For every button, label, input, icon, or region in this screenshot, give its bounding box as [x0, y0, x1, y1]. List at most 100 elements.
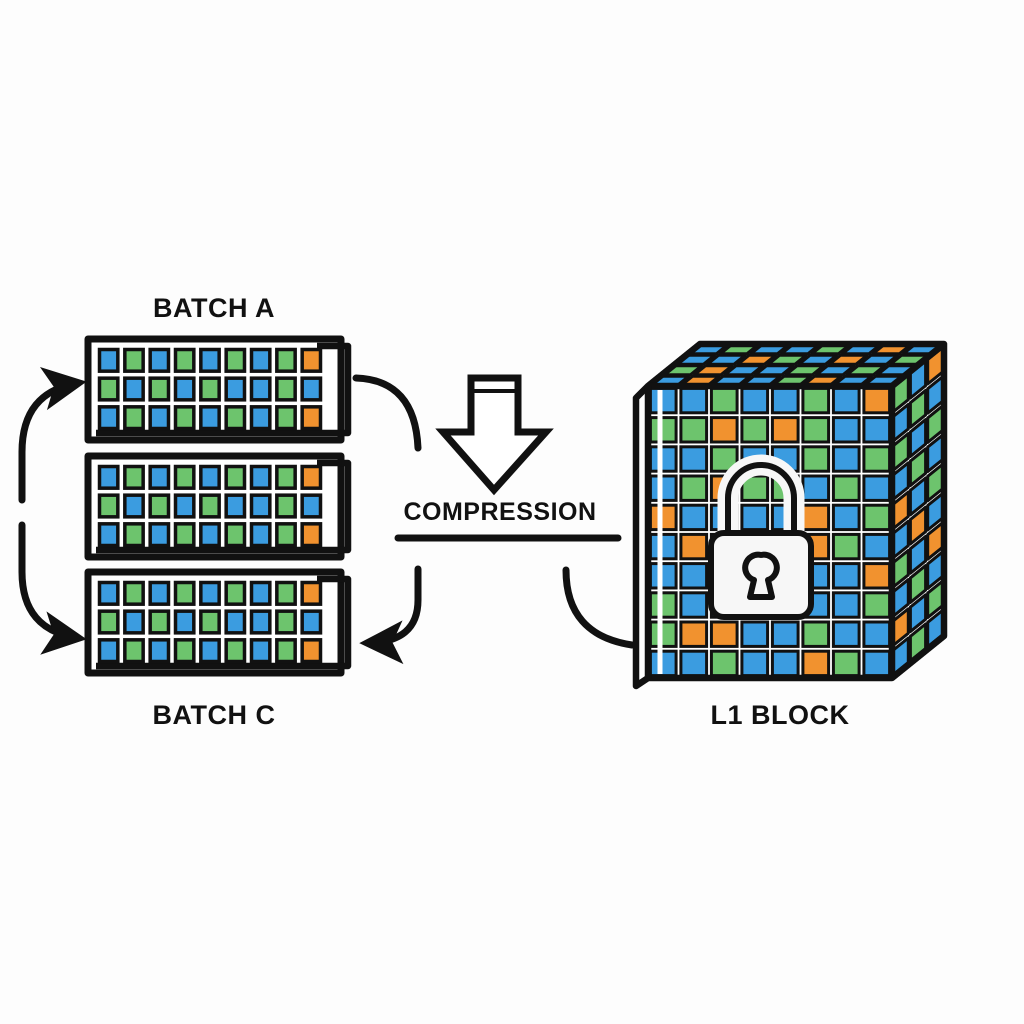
batch-cell: [123, 638, 145, 664]
cube-front-cell: [740, 503, 770, 532]
batch-cell: [199, 493, 221, 519]
batch-cell: [275, 609, 297, 635]
batch-cell: [224, 493, 247, 519]
batch-grid[interactable]: [97, 464, 323, 548]
cube-front-cell: [862, 474, 892, 502]
batch-cell: [97, 638, 120, 664]
cube-front-cell: [831, 474, 861, 502]
cube-front-cell: [648, 416, 678, 444]
cube-front-cell: [648, 562, 678, 590]
cube-front-cell: [740, 649, 770, 678]
cube-front-cell: [679, 386, 709, 415]
batch-cell: [148, 638, 171, 664]
curved-arrow-into-batch-c-icon: [18, 521, 87, 655]
cube-top-cell: [723, 364, 764, 377]
batch-cell: [249, 493, 272, 519]
batch-cell: [173, 638, 196, 664]
batch-cell: [199, 522, 221, 548]
batch-cell: [249, 580, 272, 606]
l1-block-cube[interactable]: [632, 340, 948, 690]
batch-cell: [300, 376, 323, 402]
batch-cell: [173, 464, 196, 490]
cube-front-cell: [862, 386, 892, 415]
batch-cell: [123, 580, 145, 606]
cube-front-cell: [831, 503, 861, 532]
curved-arrow-compression-to-batch-c: [359, 565, 422, 665]
cube-front-cell: [801, 474, 831, 502]
cube-side-cell: [908, 505, 928, 546]
cube-front-cell: [679, 532, 709, 561]
cube-front-cell: [862, 532, 892, 561]
cube-front-cell: [679, 591, 709, 619]
cube-front-cell: [831, 591, 861, 619]
cube-front-cell: [709, 416, 739, 444]
batch-cell: [199, 347, 221, 373]
cube-top-cell: [815, 364, 856, 377]
batch-cell: [199, 580, 221, 606]
cube-front-cell: [862, 620, 892, 648]
cube-top-cell: [693, 364, 734, 377]
cube-front-cell: [648, 532, 678, 561]
cube-front-cell: [679, 445, 709, 473]
cube-front-cell: [831, 562, 861, 590]
batch-cell: [249, 464, 272, 490]
cube-side-cell: [908, 418, 928, 458]
l1-block-label: L1 BLOCK: [710, 700, 850, 730]
cube-front-cell: [740, 620, 770, 648]
batch-cell: [173, 580, 196, 606]
cube-side-cell: [908, 564, 928, 604]
batch-cell: [148, 347, 171, 373]
cube-front-cell: [648, 649, 678, 678]
cube-front-cell: [831, 445, 861, 473]
cube-front-cell: [648, 591, 678, 619]
batch-cell: [249, 609, 272, 635]
batch-cell: [300, 638, 323, 664]
cube-front-cell: [648, 386, 678, 415]
cube-front-cell: [709, 649, 739, 678]
curved-arrow-into-batch-a-icon: [18, 366, 87, 504]
curved-connector-l1-block-to-batch-c: [562, 566, 636, 649]
batch-cell: [275, 347, 297, 373]
cube-front-cell: [770, 620, 800, 648]
cube-front-cell: [831, 532, 861, 561]
batch-cell: [97, 405, 120, 431]
cube-top-cell: [828, 353, 869, 366]
cube-top-cell: [754, 364, 795, 377]
batch-cell: [97, 522, 120, 548]
compression-label: COMPRESSION: [403, 498, 597, 526]
batch-cell: [224, 405, 247, 431]
cube-front-cell: [862, 503, 892, 532]
curved-connector-batch-a-to-compression: [352, 374, 422, 452]
batch-grid[interactable]: [97, 580, 323, 664]
batch-cell: [173, 405, 196, 431]
batch-cell: [148, 376, 171, 402]
batch-cell: [249, 522, 272, 548]
cube-front-cell: [679, 620, 709, 648]
batch-cell: [224, 580, 247, 606]
cube-front-cell: [770, 416, 800, 444]
batch-cell: [148, 493, 171, 519]
batch-cell: [199, 638, 221, 664]
batch-cell: [97, 493, 120, 519]
cube-front-cell: [679, 474, 709, 502]
batch-cell-group: [97, 347, 323, 664]
cube-front-cell: [740, 386, 770, 415]
batch-cell: [300, 405, 323, 431]
batch-cell: [97, 376, 120, 402]
batch-cell: [199, 376, 221, 402]
cube-front-cell: [679, 649, 709, 678]
cube-top-cell: [858, 353, 899, 366]
batch-cell: [148, 405, 171, 431]
cube-side-cell: [908, 476, 928, 517]
batch-grid[interactable]: [97, 347, 323, 431]
batch-cell: [300, 580, 323, 606]
cube-front-cell: [801, 649, 831, 678]
batch-cell: [173, 493, 196, 519]
cube-side-cell: [908, 447, 928, 488]
cube-front-cell: [740, 416, 770, 444]
batch-cell: [275, 580, 297, 606]
batch-cell: [97, 580, 120, 606]
padlock-icon: [708, 454, 814, 620]
batch-cell: [97, 609, 120, 635]
